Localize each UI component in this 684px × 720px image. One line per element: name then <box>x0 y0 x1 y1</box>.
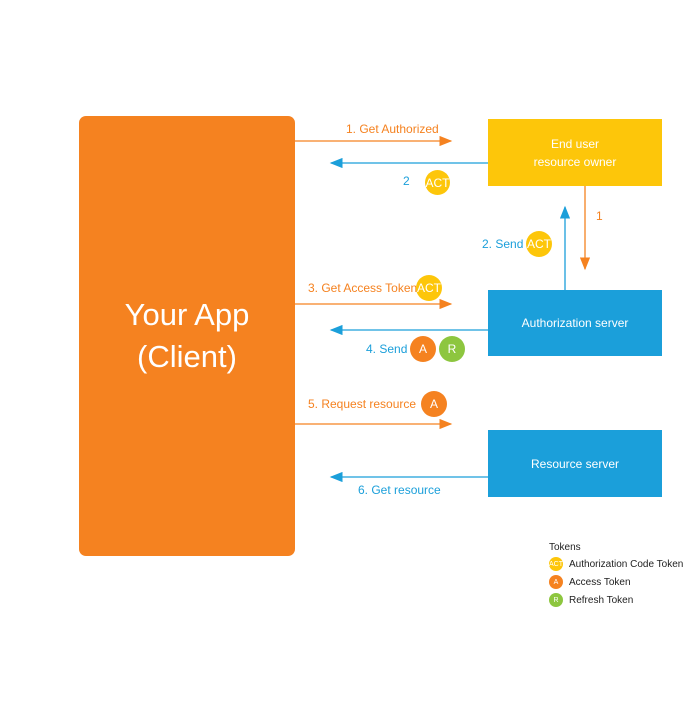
token-act-badge: ACT <box>526 231 552 257</box>
end-user-line1: End user <box>550 136 600 151</box>
legend-item-label: Refresh Token <box>569 594 634 606</box>
step3-label: 3. Get Access Token <box>308 281 418 295</box>
step1-label: 1. Get Authorized <box>346 122 439 136</box>
legend-title: Tokens <box>549 542 581 553</box>
step6-label: 6. Get resource <box>358 483 441 497</box>
step2-label: 2 <box>403 174 410 188</box>
token-act-badge: ACT <box>416 275 442 301</box>
legend-item: ACT Authorization Code Token <box>549 557 683 571</box>
legend-item-label: Access Token <box>569 576 631 588</box>
step1b-label: 1 <box>596 209 603 223</box>
token-r-badge: R <box>439 336 465 362</box>
refresh-token-icon: R <box>549 593 563 607</box>
end-user-line2: resource owner <box>533 154 617 169</box>
step5-label: 5. Request resource <box>308 397 417 411</box>
legend-item: A Access Token <box>549 575 683 589</box>
token-act-badge: ACT <box>425 170 450 195</box>
token-a-badge: A <box>410 336 436 362</box>
resource-server-label: Resource server <box>530 456 620 471</box>
step2b-label: 2. Send <box>482 237 524 251</box>
access-token-icon: A <box>549 575 563 589</box>
client-title-line1: Your App <box>124 297 250 332</box>
token-a-badge: A <box>421 391 447 417</box>
authorization-server-box: Authorization server <box>488 290 662 356</box>
legend-item: R Refresh Token <box>549 593 683 607</box>
legend-item-label: Authorization Code Token <box>569 558 684 570</box>
resource-server-box: Resource server <box>488 430 662 497</box>
client-app-box: Your App (Client) <box>79 116 295 556</box>
step4-label: 4. Send <box>366 342 408 356</box>
client-title-line2: (Client) <box>137 339 237 374</box>
end-user-box: End user resource owner <box>488 119 662 186</box>
act-token-icon: ACT <box>549 557 563 571</box>
authorization-server-label: Authorization server <box>521 316 629 330</box>
legend: Tokens ACT Authorization Code Token A Ac… <box>549 542 683 607</box>
